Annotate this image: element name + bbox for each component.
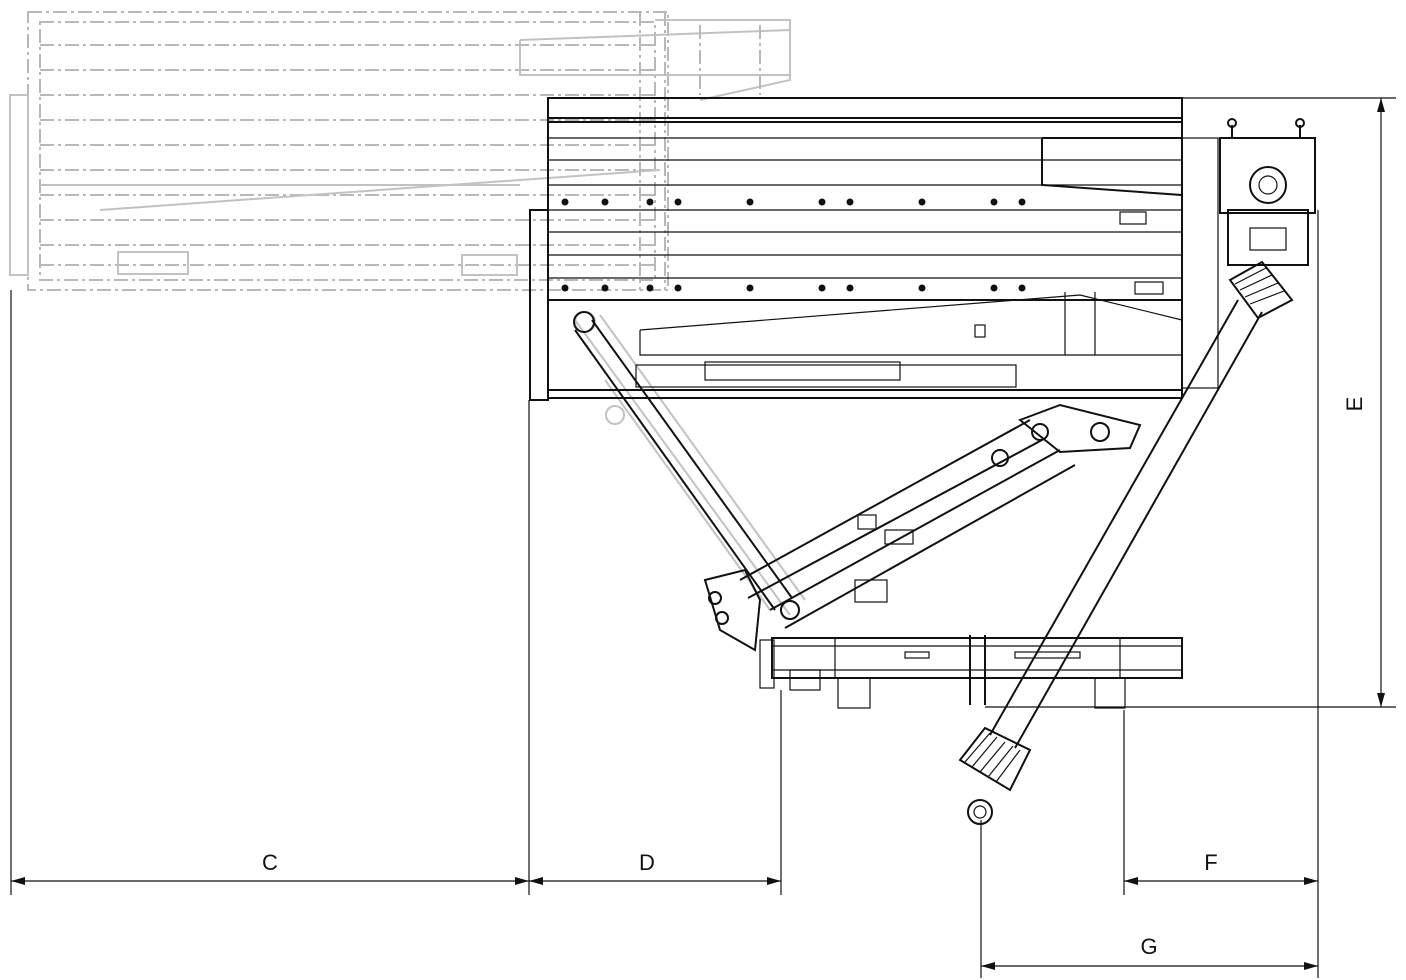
rotator-head — [1219, 118, 1316, 266]
dimension-lines — [10, 97, 1396, 978]
lift-cylinder — [573, 311, 793, 611]
dimension-label-d: D — [639, 850, 655, 875]
boom-arms — [703, 403, 1142, 652]
ghost-deck — [9, 11, 791, 291]
ghost-boom-arm — [574, 311, 806, 620]
platform-deck — [529, 97, 1219, 401]
dimension-label-e: E — [1342, 397, 1367, 412]
deck-rivets — [561, 198, 1026, 292]
bottom-beam — [759, 635, 1183, 709]
dimension-label-g: G — [1140, 934, 1157, 959]
dimension-label-f: F — [1204, 850, 1217, 875]
drive-shaft — [958, 260, 1294, 825]
dimension-label-c: C — [262, 850, 278, 875]
